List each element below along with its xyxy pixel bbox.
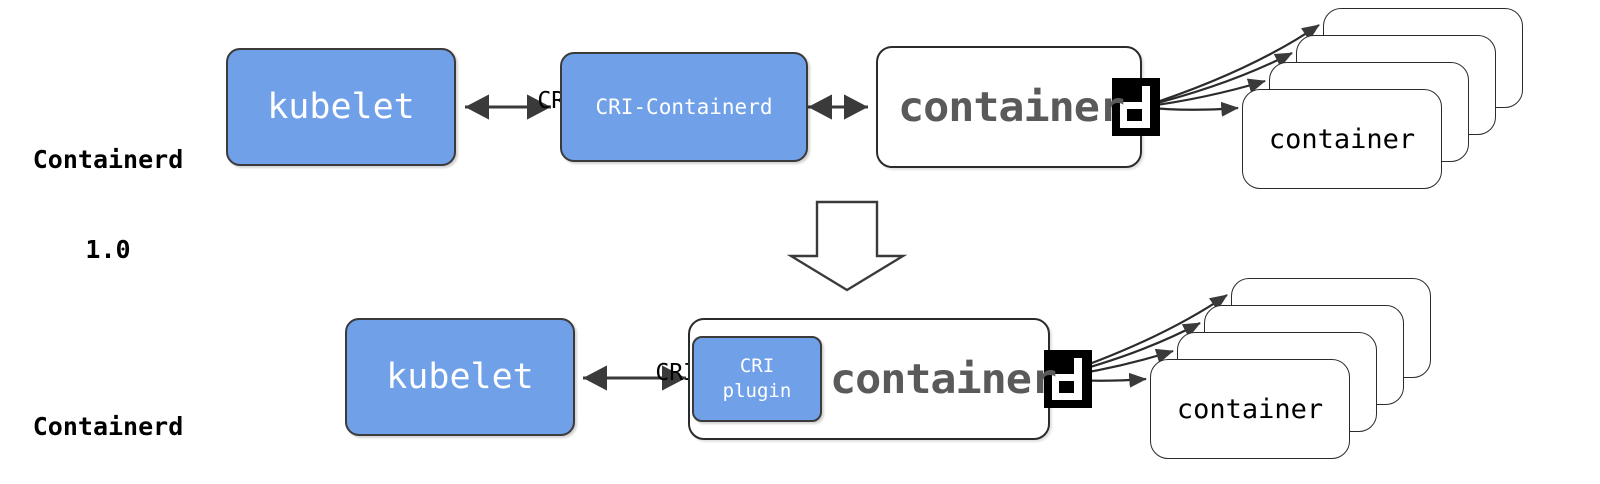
cri-containerd-box[interactable]: CRI-Containerd	[560, 52, 808, 162]
cri-edge-label-bottom: CRI	[655, 360, 697, 386]
cri-plugin-box[interactable]: CRI plugin	[692, 336, 822, 422]
row-label-line1: Containerd	[32, 145, 184, 174]
cri-plugin-label-line1: CRI	[739, 355, 775, 377]
container-stack-box-top-1[interactable]: container	[1242, 89, 1442, 189]
row-label-containerd-11: Containerd 1.1	[8, 352, 208, 484]
row-label-line2: 1.0	[85, 235, 131, 264]
container-stack-box-bottom-1[interactable]: container	[1150, 359, 1350, 459]
kubelet-box-bottom[interactable]: kubelet	[345, 318, 575, 436]
containerd-box-top[interactable]	[876, 46, 1142, 168]
container-label-bottom: container	[1176, 393, 1324, 425]
containerd-logo-badge-bottom	[1044, 350, 1093, 408]
cri-containerd-label: CRI-Containerd	[595, 95, 773, 119]
kubelet-label-top: kubelet	[267, 87, 415, 127]
kubelet-label-bottom: kubelet	[386, 357, 534, 397]
cri-plugin-label-line2: plugin	[722, 380, 792, 402]
transition-down-arrow	[786, 200, 908, 292]
row-label-line1-bottom: Containerd	[32, 412, 184, 441]
container-label-top: container	[1268, 123, 1416, 155]
row-label-containerd-10: Containerd 1.0	[8, 85, 208, 325]
kubelet-box-top[interactable]: kubelet	[226, 48, 456, 166]
